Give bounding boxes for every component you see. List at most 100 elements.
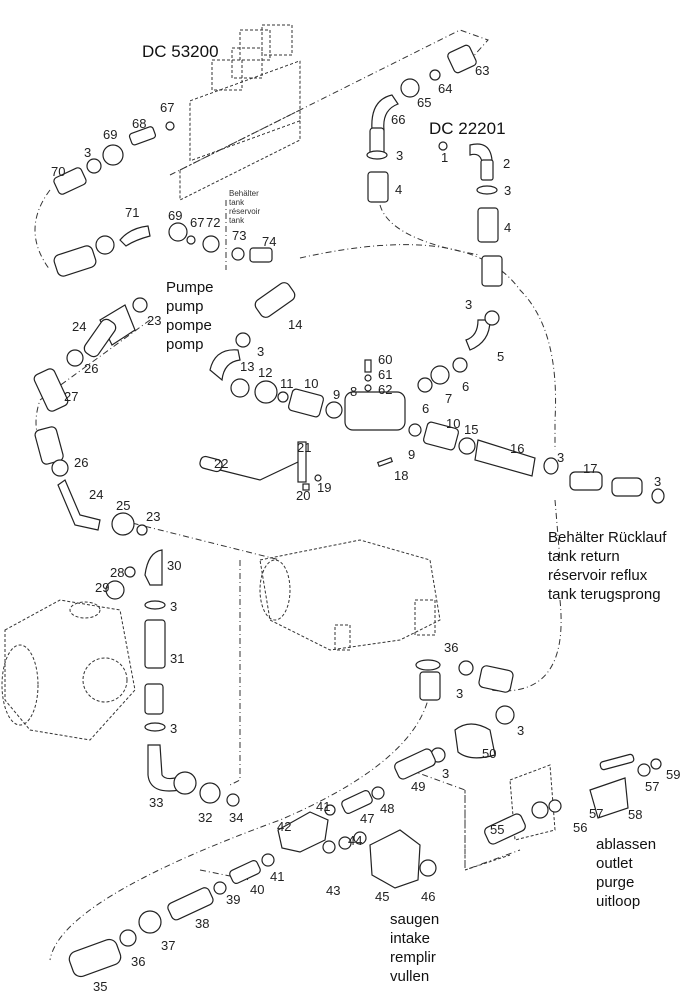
part-number: 65 (417, 95, 432, 110)
part-number: 50 (482, 746, 497, 761)
part-number: 26 (84, 361, 99, 376)
part-number: 3 (442, 766, 450, 781)
part-number: 5 (497, 349, 505, 364)
part-number: 35 (93, 979, 108, 994)
part-number: 70 (51, 164, 66, 179)
callout-intake-fr: remplir (390, 949, 436, 966)
part-number: 23 (146, 509, 161, 524)
part-number: 48 (380, 801, 395, 816)
part-number: 69 (168, 208, 183, 223)
part-number: 17 (583, 461, 598, 476)
callout-tank-return-fr: réservoir reflux (548, 567, 648, 584)
part-number: 13 (240, 359, 255, 374)
part-number: 30 (167, 558, 182, 573)
callout-pump-de: Pumpe (166, 279, 214, 296)
part-number: 24 (72, 319, 87, 334)
part-number: 3 (654, 474, 662, 489)
pump-loop-parts (33, 297, 148, 536)
part-number: 58 (628, 807, 643, 822)
part-number: 32 (198, 810, 213, 825)
part-number: 44 (348, 833, 363, 848)
part-number: 67 (190, 215, 205, 230)
callout-outlet-nl: uitloop (596, 893, 641, 910)
part-number: 72 (206, 215, 221, 230)
part-number: 20 (296, 488, 311, 503)
lower-left-hose-parts (105, 549, 240, 807)
callout-outlet-de: ablassen (596, 836, 657, 853)
return-parts (366, 44, 503, 287)
part-number: 3 (557, 450, 565, 465)
callout-tank-return-nl: tank terugsprong (548, 586, 661, 603)
part-number: 31 (170, 651, 185, 666)
outlet-chain-parts (464, 753, 662, 871)
part-number: 57 (645, 779, 660, 794)
part-number: 69 (103, 127, 118, 142)
part-number: 68 (132, 116, 147, 131)
part-number: 3 (517, 723, 525, 738)
valve-assembly-parts (199, 282, 665, 504)
part-number: 7 (445, 391, 453, 406)
part-number: 36 (131, 954, 146, 969)
callout-tank-nl: tank (229, 216, 245, 225)
part-number: 3 (257, 344, 265, 359)
part-number: 4 (504, 220, 512, 235)
part-number: 56 (573, 820, 588, 835)
part-number: 3 (504, 183, 512, 198)
part-number: 38 (195, 916, 210, 931)
part-number: 14 (288, 317, 303, 332)
part-number: 22 (214, 456, 229, 471)
part-number: 4 (395, 182, 403, 197)
part-number: 63 (475, 63, 490, 78)
top-hose-parts (53, 121, 273, 277)
part-number: 3 (84, 145, 92, 160)
callout-intake-nl: vullen (390, 968, 430, 985)
callout-tank-en: tank (229, 198, 245, 207)
part-number: 67 (160, 100, 175, 115)
part-number: 61 (378, 367, 393, 382)
part-number: 45 (375, 889, 390, 904)
part-number: 16 (510, 441, 525, 456)
part-number: 39 (226, 892, 241, 907)
part-number: 3 (170, 599, 178, 614)
part-number: 49 (411, 779, 426, 794)
part-number: 3 (396, 148, 404, 163)
part-number: 3 (465, 297, 473, 312)
part-number: 8 (350, 384, 358, 399)
callout-tank-return: Behälter Rücklauf tank return réservoir … (548, 528, 666, 604)
part-number: 15 (464, 422, 479, 437)
callout-outlet-fr: purge (596, 874, 635, 891)
part-number: 25 (116, 498, 131, 513)
part-number: 3 (456, 686, 464, 701)
part-number: 71 (125, 205, 140, 220)
part-number: 27 (64, 389, 79, 404)
manifold-dc53200-drawing (179, 24, 301, 201)
part-number: 62 (378, 382, 393, 397)
part-number: 28 (110, 565, 125, 580)
part-number: 59 (666, 767, 681, 782)
callout-intake-de: saugen (390, 911, 440, 928)
callout-outlet: ablassen outlet purge uitloop (596, 835, 656, 911)
callout-tank-de: Behälter (229, 189, 259, 198)
callout-pump: Pumpe pump pompe pomp (166, 278, 214, 354)
callout-tank: Behälter tank réservoir tank (229, 189, 260, 225)
part-number: 33 (149, 795, 164, 810)
callout-outlet-en: outlet (596, 855, 633, 872)
assembly-label-dc53200: DC 53200 (142, 42, 219, 61)
pump-body-drawing (1, 599, 136, 741)
part-number: 43 (326, 883, 341, 898)
part-number: 37 (161, 938, 176, 953)
callout-pump-fr: pompe (166, 317, 212, 334)
filter-body-drawing (259, 539, 441, 651)
part-number: 57 (589, 806, 604, 821)
part-number: 66 (391, 112, 406, 127)
callout-tank-return-de: Behälter Rücklauf (548, 529, 667, 546)
part-number: 6 (422, 401, 430, 416)
part-number: 46 (421, 889, 436, 904)
part-number: 11 (280, 376, 294, 391)
callout-tank-return-en: tank return (548, 548, 620, 565)
part-number: 36 (444, 640, 459, 655)
part-number: 3 (170, 721, 178, 736)
part-number: 73 (232, 228, 247, 243)
callout-pump-en: pump (166, 298, 204, 315)
